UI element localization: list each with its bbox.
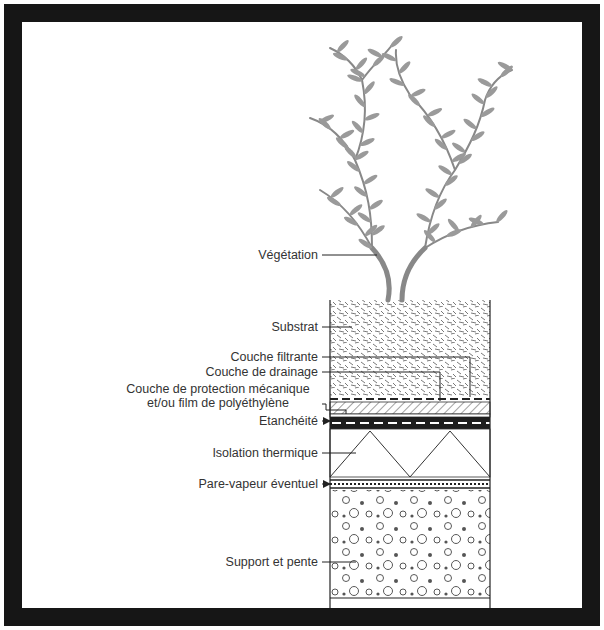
layer-label: Couche filtrante bbox=[230, 350, 318, 364]
layer-label: Couche de drainage bbox=[205, 365, 318, 379]
layer-label: Support et pente bbox=[226, 555, 318, 569]
layer-label: Substrat bbox=[271, 320, 318, 334]
layer-label: Végétation bbox=[258, 248, 318, 262]
layer-label: Pare-vapeur éventuel bbox=[198, 477, 318, 491]
layer-label: Isolation thermique bbox=[212, 446, 318, 460]
leader-lines bbox=[322, 255, 470, 562]
layer-label: Etanchéité bbox=[259, 414, 318, 428]
layer-label: Couche de protection mécanique et/ou fil… bbox=[118, 382, 318, 410]
